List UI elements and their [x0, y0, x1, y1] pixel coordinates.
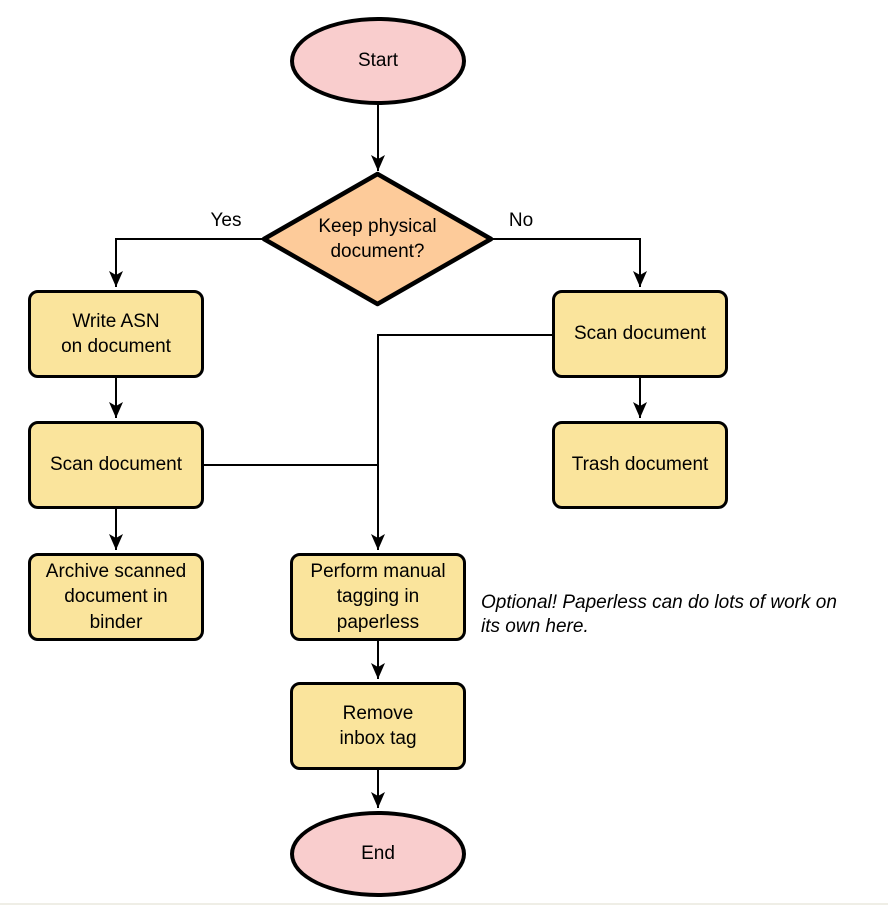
edge-label-no: No [508, 210, 534, 231]
decision-keep-physical-document-label: Keep physical document? [318, 215, 437, 262]
edge-label-yes: Yes [210, 210, 242, 231]
start-terminator: Start [290, 17, 466, 105]
process-archive-scanned-document: Archive scanned document in binder [28, 553, 204, 641]
process-scan-document-left: Scan document [28, 421, 204, 509]
end-terminator: End [290, 811, 466, 897]
page-bottom-divider [0, 903, 888, 905]
process-remove-inbox-tag: Remove inbox tag [290, 682, 466, 770]
process-scan-document-right: Scan document [552, 290, 728, 378]
annotation-note: Optional! Paperless can do lots of work … [481, 592, 837, 638]
process-trash-document: Trash document [552, 421, 728, 509]
connector-decision-yes-to-write-asn [109, 238, 264, 287]
connector-scan-right-to-tagging [371, 334, 552, 550]
process-manual-tagging: Perform manual tagging in paperless [290, 553, 466, 641]
connector-decision-no-to-scan-right [491, 238, 647, 287]
process-write-asn-on-document: Write ASN on document [28, 290, 204, 378]
decision-diamond-shape [261, 171, 494, 307]
